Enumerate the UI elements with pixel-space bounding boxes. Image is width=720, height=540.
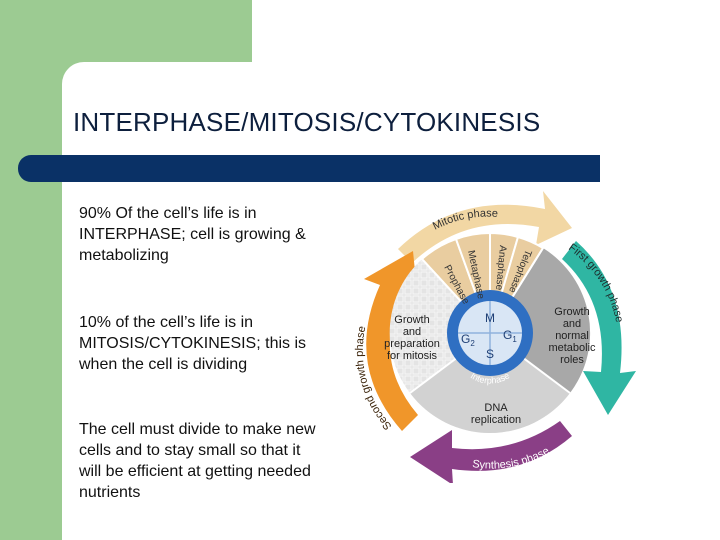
center-g2-label: G2: [461, 332, 475, 348]
center-m-label: M: [485, 311, 495, 325]
wedge-first-growth: [490, 248, 591, 393]
svg-text:metabolic: metabolic: [548, 342, 596, 354]
svg-text:replication: replication: [471, 414, 521, 426]
svg-text:normal: normal: [555, 330, 589, 342]
svg-text:and: and: [403, 326, 421, 338]
bottom-wedge-text: DNA replication: [471, 402, 521, 426]
second-growth-arrow: [364, 251, 418, 431]
paragraph-cell-division: The cell must divide to make new cells a…: [79, 421, 316, 501]
svg-text:roles: roles: [560, 354, 584, 366]
svg-text:DNA: DNA: [484, 402, 508, 414]
paragraph-interphase: 90% Of the cell’s life is in INTERPHASE;…: [79, 205, 306, 264]
slide-title: INTERPHASE/MITOSIS/CYTOKINESIS: [73, 107, 541, 137]
svg-text:Growth: Growth: [554, 306, 589, 318]
cell-cycle-diagram: M G2 G1 S Interphase Growth and normal m…: [354, 191, 636, 483]
svg-text:Growth: Growth: [394, 314, 429, 326]
title-underline-bar: [18, 155, 600, 182]
anaphase-label: Anaphase: [493, 245, 508, 291]
wedge-second-growth: [389, 259, 490, 393]
green-side-strip: [0, 0, 62, 540]
svg-text:and: and: [563, 318, 581, 330]
mitotic-phase-arrow: [398, 191, 572, 263]
center-s-label: S: [486, 347, 494, 361]
svg-text:preparation: preparation: [384, 338, 440, 350]
synthesis-arrow: [410, 421, 572, 483]
wedge-synthesis: [410, 333, 570, 433]
left-wedge-text: Growth and preparation for mitosis: [384, 314, 440, 362]
right-wedge-text: Growth and normal metabolic roles: [548, 306, 596, 366]
svg-text:for mitosis: for mitosis: [387, 350, 438, 362]
paragraph-mitosis: 10% of the cell’s life is in MITOSIS/CYT…: [79, 314, 307, 373]
center-g1-label: G1: [503, 328, 517, 344]
first-growth-arrow: [562, 241, 636, 415]
interphase-label: Interphase: [469, 370, 511, 385]
